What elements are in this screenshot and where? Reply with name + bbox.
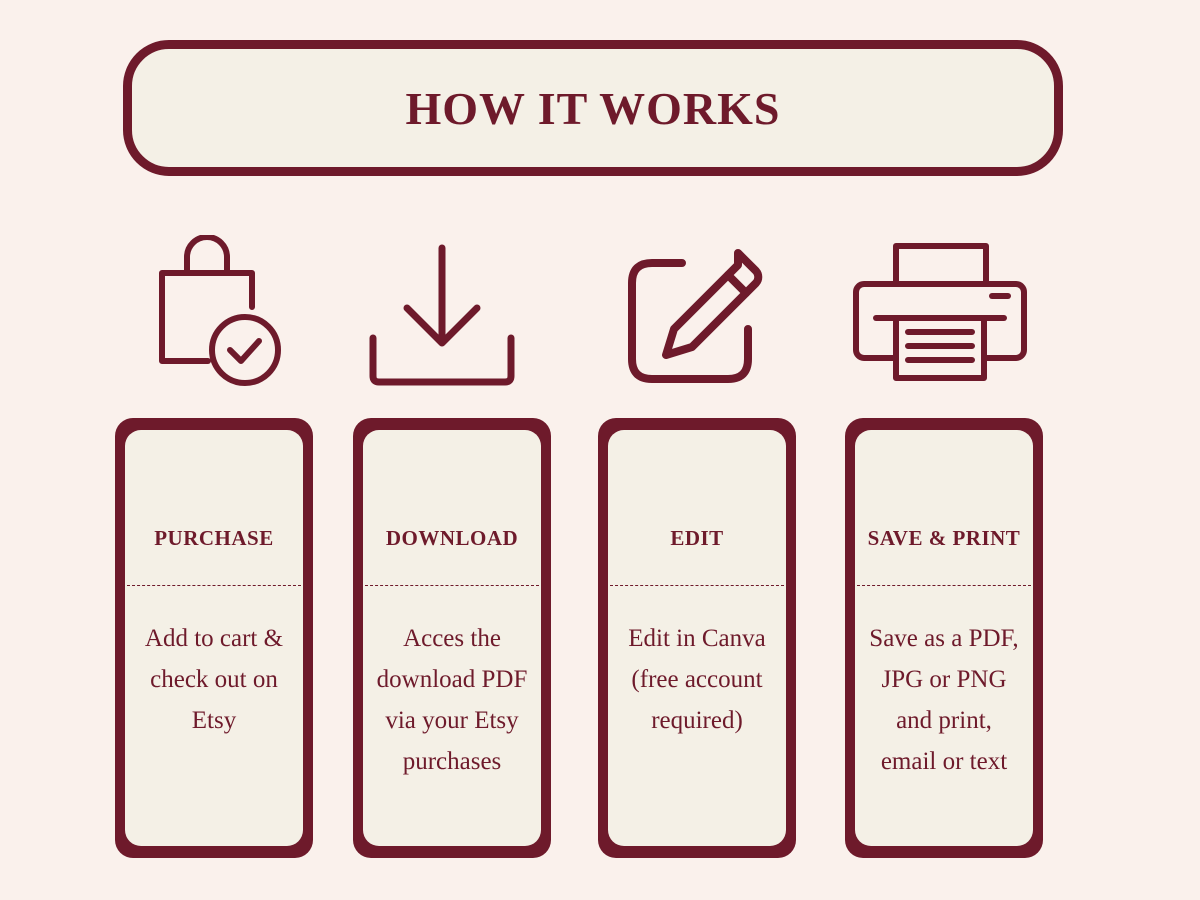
step-card-edit: EDIT Edit in Canva (free account require… [598,418,796,858]
page-title: HOW IT WORKS [405,82,781,134]
step-description: Save as a PDF, JPG or PNG and print, ema… [869,625,1019,775]
card-inner: DOWNLOAD Acces the download PDF via your… [363,430,541,846]
step-description: Acces the download PDF via your Etsy pur… [376,625,528,775]
header-banner: HOW IT WORKS [123,40,1063,176]
card-inner: SAVE & PRINT Save as a PDF, JPG or PNG a… [855,430,1033,846]
step-title: PURCHASE [154,526,274,550]
dashed-divider [610,585,784,586]
dashed-divider [365,585,539,586]
dashed-divider [127,585,301,586]
step-description: Edit in Canva (free account required) [628,625,766,734]
download-icon [365,240,520,390]
card-inner: EDIT Edit in Canva (free account require… [608,430,786,846]
step-card-purchase: PURCHASE Add to cart & check out on Etsy [115,418,313,858]
dashed-divider [857,585,1031,586]
card-inner: PURCHASE Add to cart & check out on Etsy [125,430,303,846]
shopping-bag-check-icon [150,235,290,390]
printer-icon [850,238,1030,388]
step-title: SAVE & PRINT [867,526,1021,550]
step-description: Add to cart & check out on Etsy [144,625,284,734]
edit-pencil-icon [620,245,770,390]
step-card-download: DOWNLOAD Acces the download PDF via your… [353,418,551,858]
step-title: DOWNLOAD [385,526,519,550]
step-card-save-print: SAVE & PRINT Save as a PDF, JPG or PNG a… [845,418,1043,858]
step-title: EDIT [670,526,724,550]
